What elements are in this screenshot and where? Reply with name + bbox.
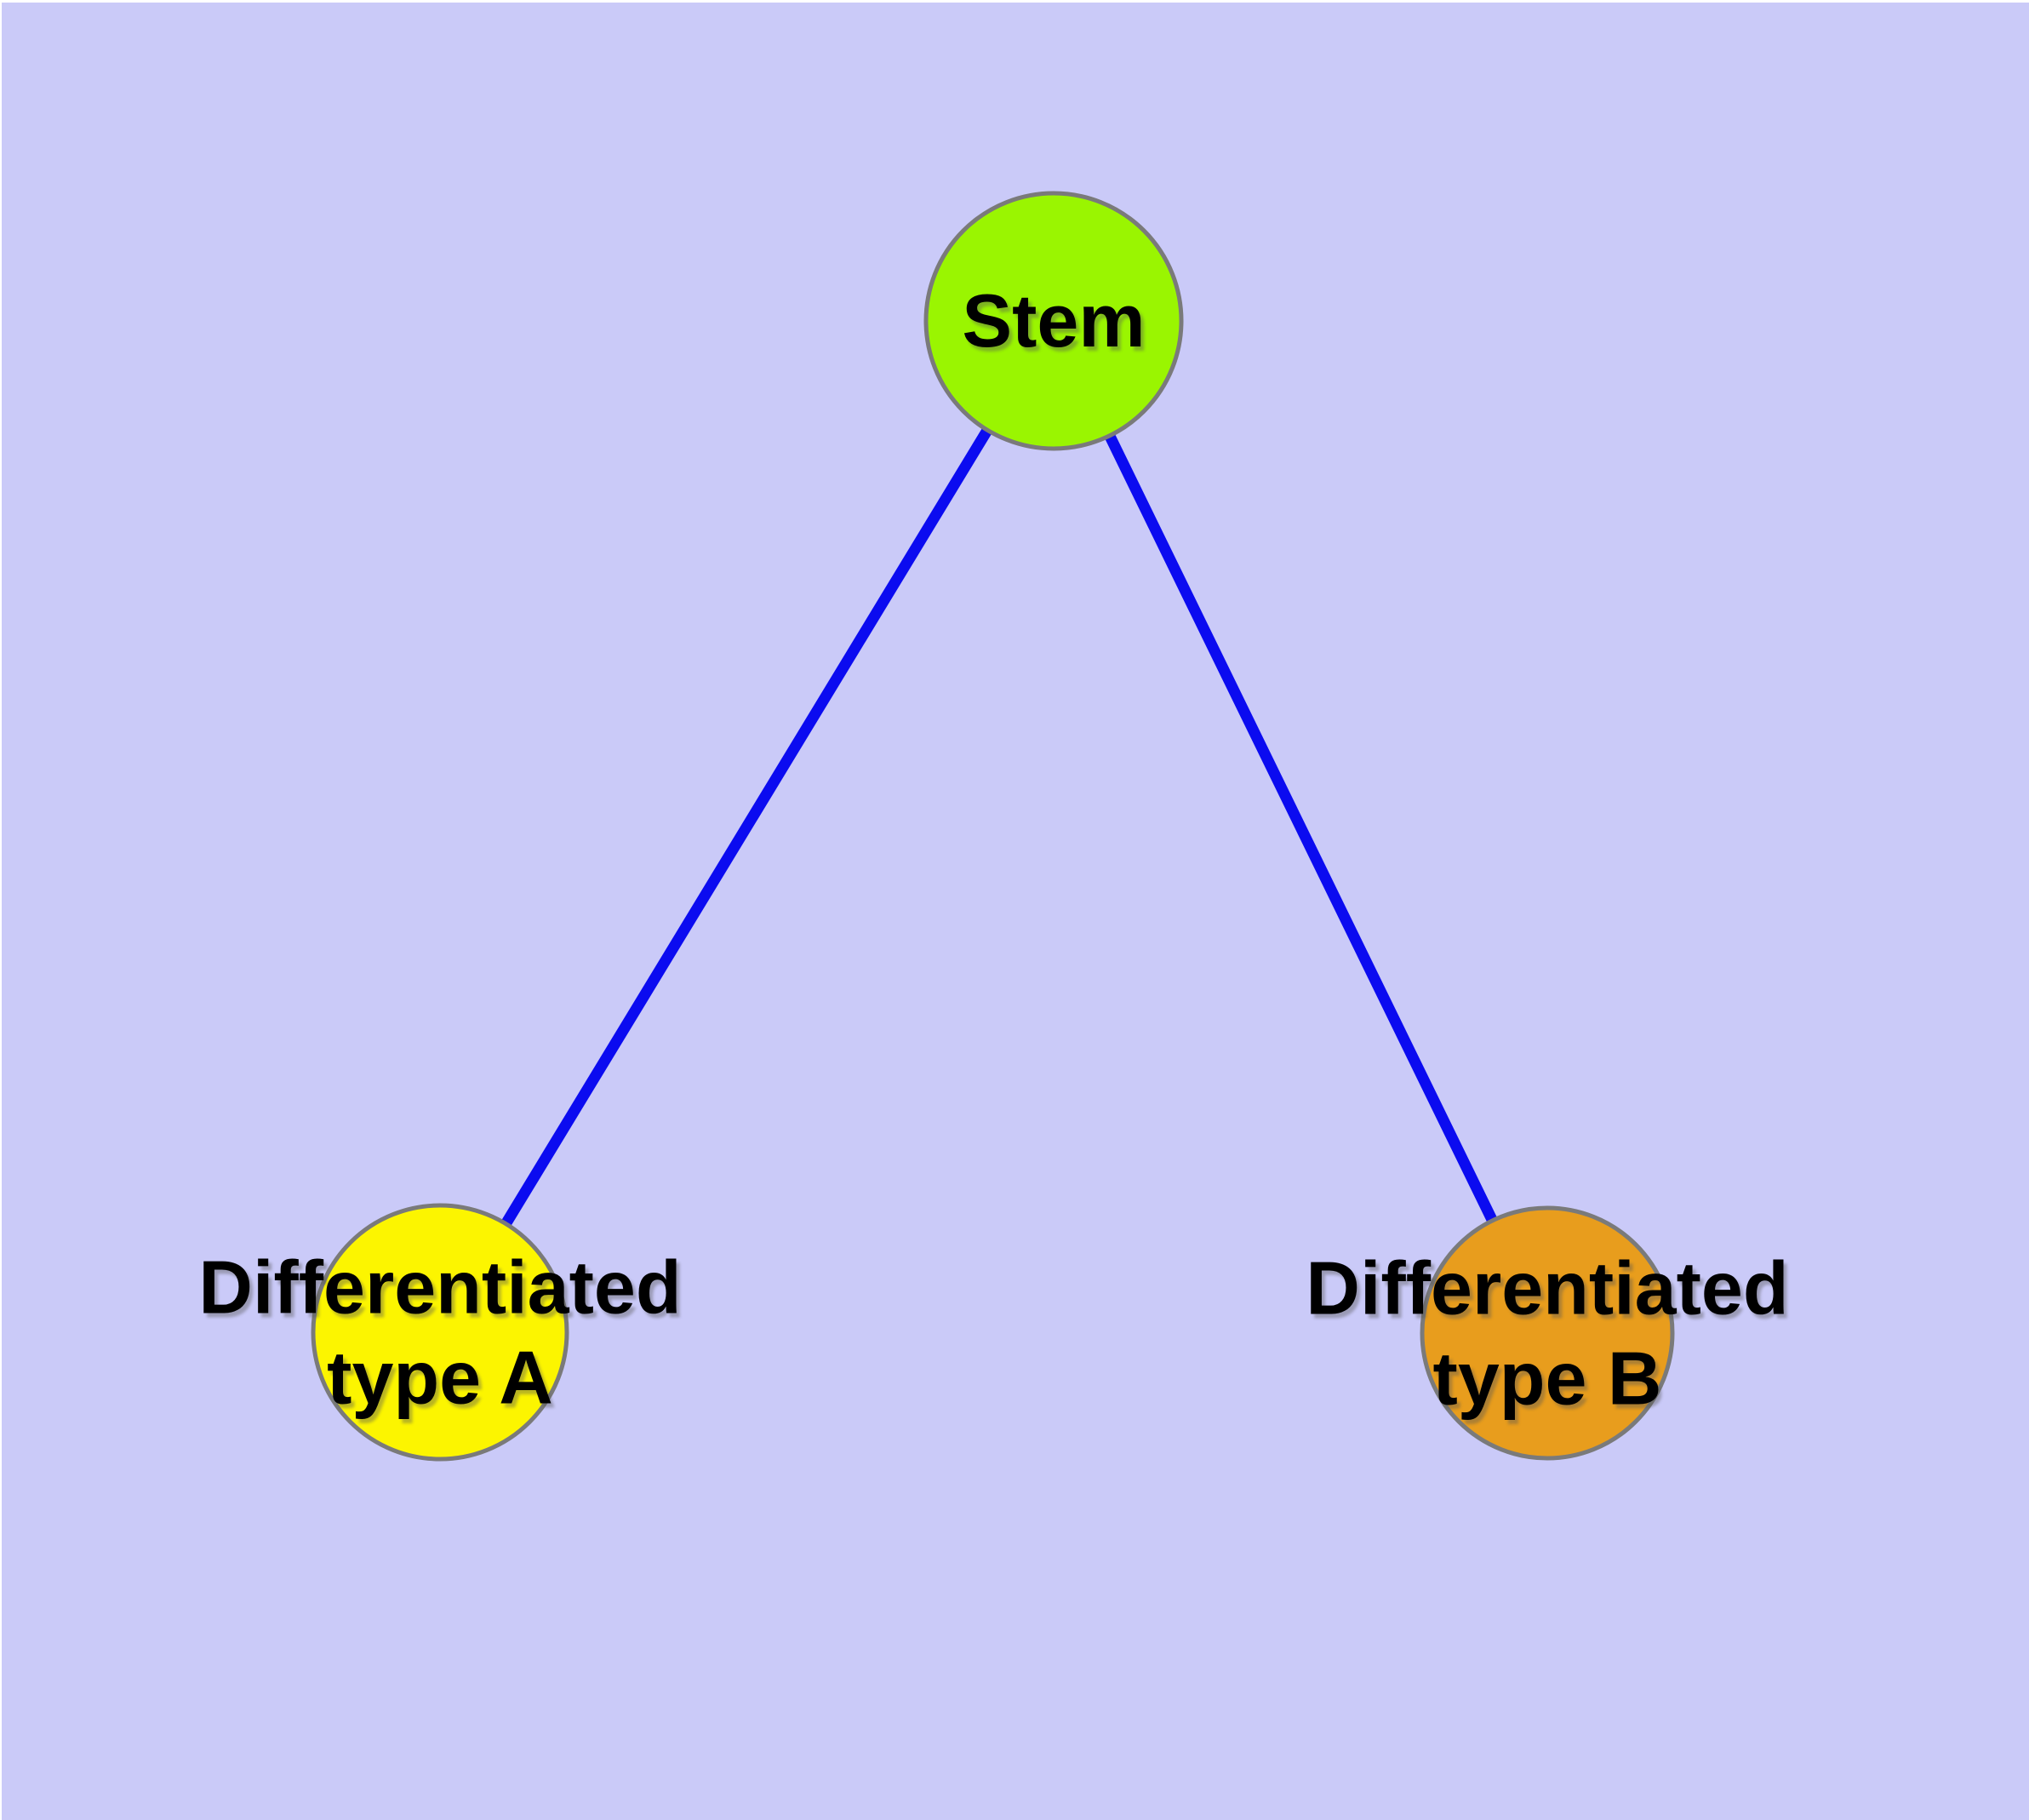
- edge-stem-to-type-b: [1049, 318, 1552, 1336]
- node-differentiated-type-b: [1420, 1205, 1675, 1461]
- node-stem: [923, 191, 1184, 451]
- edge-stem-to-type-a: [435, 318, 1059, 1336]
- node-differentiated-type-a: [311, 1203, 569, 1462]
